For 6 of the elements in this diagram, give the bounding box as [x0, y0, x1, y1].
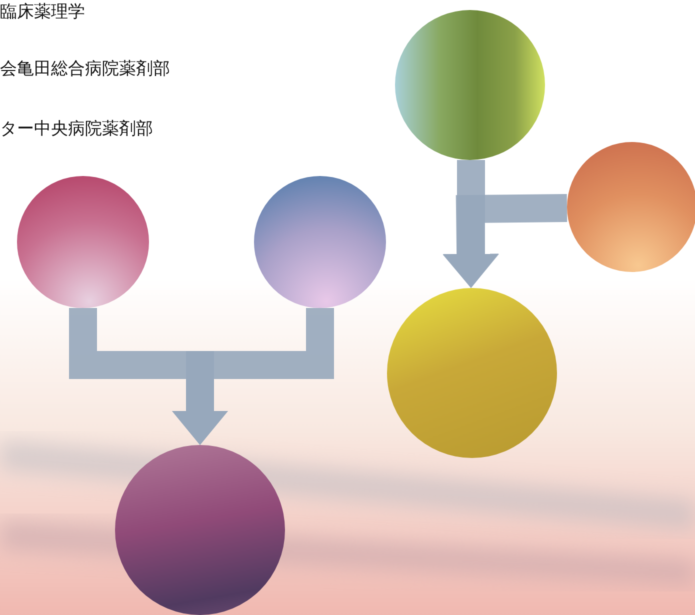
- note-text: 会亀田総合病院薬剤部: [0, 58, 170, 80]
- block-arrow: [172, 308, 334, 445]
- block-arrow: [443, 160, 499, 288]
- block-arrow: [442, 194, 568, 288]
- note-text: ター中央病院薬剤部: [0, 118, 153, 140]
- note-text: 臨床薬理学: [0, 1, 85, 23]
